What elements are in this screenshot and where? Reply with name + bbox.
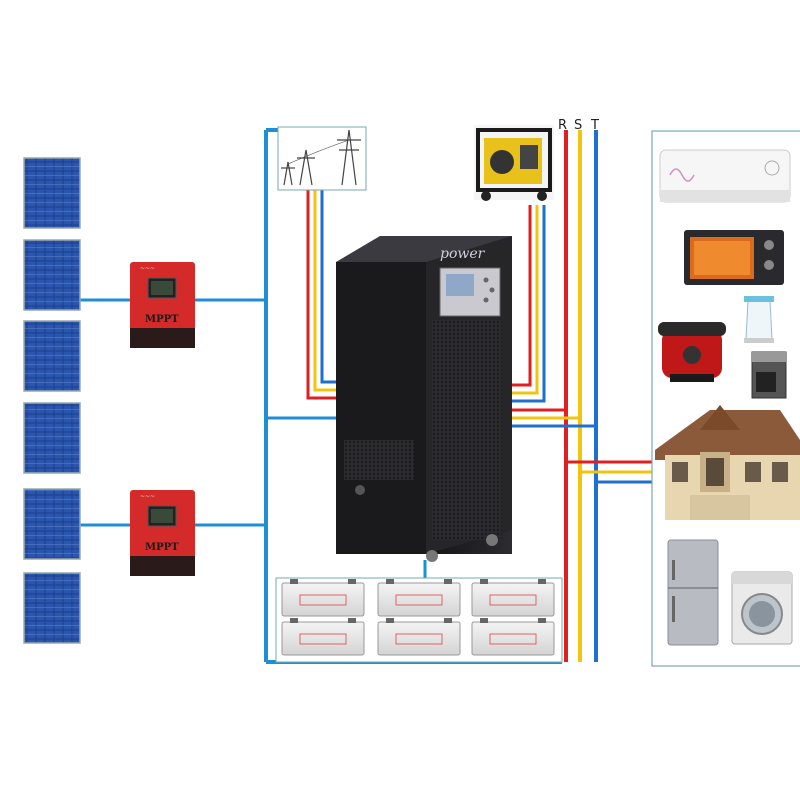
phase-label-t: T bbox=[590, 118, 599, 133]
battery bbox=[471, 618, 555, 656]
battery bbox=[377, 579, 461, 617]
controller-brand-mark: ~~~ bbox=[140, 493, 155, 500]
house-icon bbox=[655, 405, 800, 520]
charge-controller-bottom: ~~~ MPPT bbox=[130, 490, 195, 576]
battery bbox=[281, 618, 365, 656]
refrigerator-icon bbox=[667, 539, 719, 646]
inverter-vent-grille bbox=[432, 320, 502, 540]
rice-cooker-icon bbox=[658, 322, 726, 382]
battery bbox=[377, 618, 461, 656]
mppt-label: MPPT bbox=[145, 314, 179, 325]
inverter-lcd-screen bbox=[446, 274, 474, 296]
solar-panel bbox=[23, 402, 81, 474]
washing-machine-icon bbox=[731, 571, 793, 645]
hybrid-inverter: power bbox=[336, 236, 512, 562]
mppt-label: MPPT bbox=[145, 542, 179, 553]
phase-label-r: R bbox=[558, 118, 567, 133]
solar-panel bbox=[23, 157, 81, 229]
inverter-brand: power bbox=[440, 246, 486, 262]
utility-grid bbox=[277, 126, 367, 191]
solar-panel bbox=[23, 320, 81, 392]
oven-icon bbox=[684, 230, 784, 285]
battery bbox=[281, 579, 365, 617]
controller-brand-mark: ~~~ bbox=[140, 265, 155, 272]
solar-panel-array bbox=[23, 157, 81, 644]
coffee-maker-icon bbox=[751, 351, 787, 399]
air-conditioner-icon bbox=[659, 149, 791, 203]
power-pylon-icon bbox=[281, 129, 361, 186]
solar-panel bbox=[23, 572, 81, 644]
loads-panel bbox=[651, 130, 800, 667]
solar-panel bbox=[23, 488, 81, 560]
battery-bank bbox=[275, 577, 563, 663]
diesel-generator bbox=[474, 125, 554, 201]
charge-controller-top: ~~~ MPPT bbox=[130, 262, 195, 348]
solar-panel bbox=[23, 239, 81, 311]
battery bbox=[471, 579, 555, 617]
kettle-icon bbox=[744, 296, 774, 343]
phase-label-s: S bbox=[574, 118, 582, 133]
